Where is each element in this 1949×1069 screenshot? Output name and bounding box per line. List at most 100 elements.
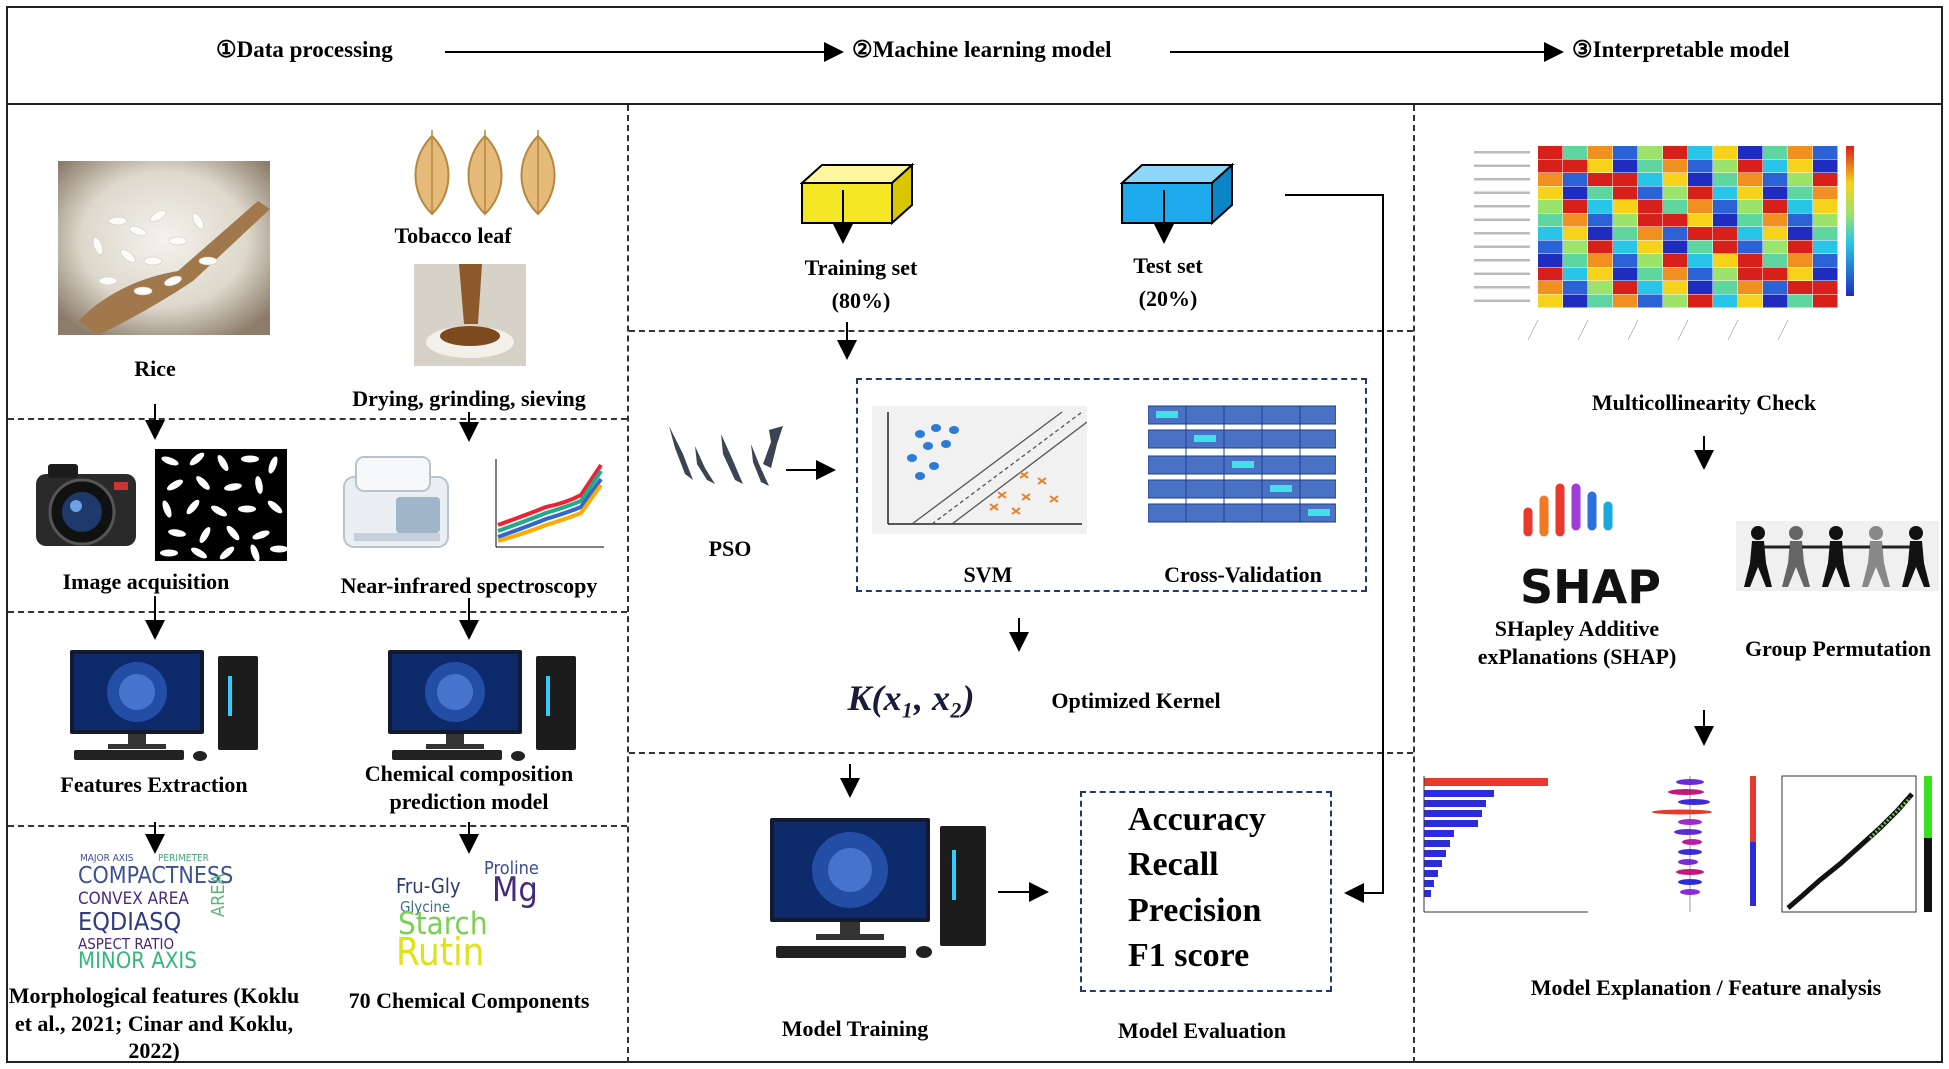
heatmap-cell <box>1738 213 1763 227</box>
heatmap-cell <box>1538 281 1563 294</box>
heatmap-cell <box>1738 281 1763 294</box>
heatmap-cell <box>1688 267 1713 281</box>
heatmap-cell <box>1538 186 1563 200</box>
heatmap-cell <box>1788 159 1813 173</box>
features-computer-icon <box>70 650 258 761</box>
heatmap-cell <box>1763 213 1788 227</box>
heatmap-cell <box>1613 173 1638 186</box>
shap-beeswarm-plot <box>1590 772 1770 924</box>
heatmap-cell <box>1738 294 1763 308</box>
divider-h-mid-1 <box>629 330 1413 332</box>
heatmap-cell <box>1638 254 1663 267</box>
heatmap-cell <box>1663 200 1688 213</box>
heatmap-row-label <box>1474 299 1530 302</box>
heatmap-cell <box>1638 146 1663 159</box>
features-extraction-label: Features Extraction <box>60 772 248 797</box>
heatmap-cell <box>1813 281 1838 294</box>
heatmap-cell <box>1763 294 1788 308</box>
heatmap-cell <box>1663 159 1688 173</box>
heatmap-cells <box>1474 146 1838 308</box>
morph-word: PERIMETER <box>158 853 209 864</box>
heatmap-cell <box>1813 227 1838 240</box>
heatmap-cell <box>1638 213 1663 227</box>
nir-instrument-icon <box>343 456 449 548</box>
heatmap-cell <box>1613 267 1638 281</box>
heatmap-cell <box>1563 254 1588 267</box>
divider-h-left-3 <box>8 825 627 827</box>
heatmap-cell <box>1813 213 1838 227</box>
shap-dependence-plot <box>1780 772 1940 924</box>
header-step1: ①Data processing <box>216 37 393 62</box>
heatmap-cell <box>1688 227 1713 240</box>
heatmap-cell <box>1638 281 1663 294</box>
heatmap-cell <box>1738 159 1763 173</box>
heatmap-cell <box>1713 227 1738 240</box>
heatmap-cell <box>1588 146 1613 159</box>
heatmap-cell <box>1663 240 1688 254</box>
heatmap-cell <box>1563 146 1588 159</box>
heatmap-cell <box>1813 186 1838 200</box>
heatmap-cell <box>1613 294 1638 308</box>
heatmap-cell <box>1638 173 1663 186</box>
heatmap-cell <box>1663 227 1688 240</box>
pso-label: PSO <box>708 536 752 561</box>
morph-features-label: Morphological features (Koklu et al., 20… <box>8 983 300 1063</box>
heatmap-cell <box>1738 200 1763 213</box>
morph-word: CONVEX AREA <box>78 889 189 909</box>
shap-logo-text: SHAP <box>1520 560 1661 614</box>
model-explanation-label: Model Explanation / Feature analysis <box>1530 975 1882 1000</box>
heatmap-cell <box>1788 294 1813 308</box>
heatmap-cell <box>1663 146 1688 159</box>
heatmap-row-label <box>1474 245 1530 248</box>
model-evaluation-label: Model Evaluation <box>1117 1018 1287 1043</box>
heatmap-cell <box>1588 227 1613 240</box>
morph-word: COMPACTNESS <box>78 863 234 889</box>
heatmap-cell <box>1638 294 1663 308</box>
heatmap-cell <box>1738 254 1763 267</box>
heatmap-row-label <box>1474 205 1530 208</box>
heatmap-cell <box>1663 267 1688 281</box>
cross-validation-label: Cross-Validation <box>1164 562 1322 587</box>
shap-bars-icon <box>1523 483 1613 537</box>
chem-model-label: Chemical composition prediction model <box>364 761 574 814</box>
heatmap-cell <box>1738 240 1763 254</box>
morph-word: EQDIASQ <box>78 907 182 936</box>
heatmap-cell <box>1788 186 1813 200</box>
chem-word: Fru-Gly <box>396 874 461 898</box>
heatmap-row-label <box>1474 218 1530 221</box>
heatmap-cell <box>1763 254 1788 267</box>
heatmap-cell <box>1663 186 1688 200</box>
heatmap-cell <box>1688 173 1713 186</box>
heatmap-cell <box>1788 227 1813 240</box>
heatmap-row-label <box>1474 272 1530 275</box>
heatmap-cell <box>1738 146 1763 159</box>
heatmap-cell <box>1538 146 1563 159</box>
heatmap-cell <box>1638 200 1663 213</box>
shap-full-label: SHapley Additive exPlanations (SHAP) <box>1477 616 1677 669</box>
heatmap-cell <box>1813 173 1838 186</box>
heatmap-cell <box>1613 213 1638 227</box>
heatmap-cell <box>1813 254 1838 267</box>
camera-icon <box>36 464 136 546</box>
heatmap-cell <box>1688 254 1713 267</box>
test-set-label: Test set <box>1133 253 1203 278</box>
heatmap-cell <box>1713 267 1738 281</box>
chem-word: Mg <box>492 870 538 910</box>
model-training-label: Model Training <box>781 1016 929 1041</box>
heatmap-cell <box>1663 281 1688 294</box>
heatmap-cell <box>1763 159 1788 173</box>
heatmap-cell <box>1613 281 1638 294</box>
heatmap-cell <box>1638 240 1663 254</box>
heatmap-cell <box>1538 227 1563 240</box>
heatmap-cell <box>1638 227 1663 240</box>
morph-word: MINOR AXIS <box>78 949 197 971</box>
chem-word: Starch <box>398 906 488 942</box>
heatmap-cell <box>1588 213 1613 227</box>
heatmap-cell <box>1613 159 1638 173</box>
heatmap-cell <box>1688 281 1713 294</box>
training-set-box <box>800 163 915 225</box>
heatmap-cell <box>1788 240 1813 254</box>
metric-recall: Recall <box>1128 846 1219 883</box>
heatmap-cell <box>1738 267 1763 281</box>
heatmap-row-label <box>1474 232 1530 235</box>
